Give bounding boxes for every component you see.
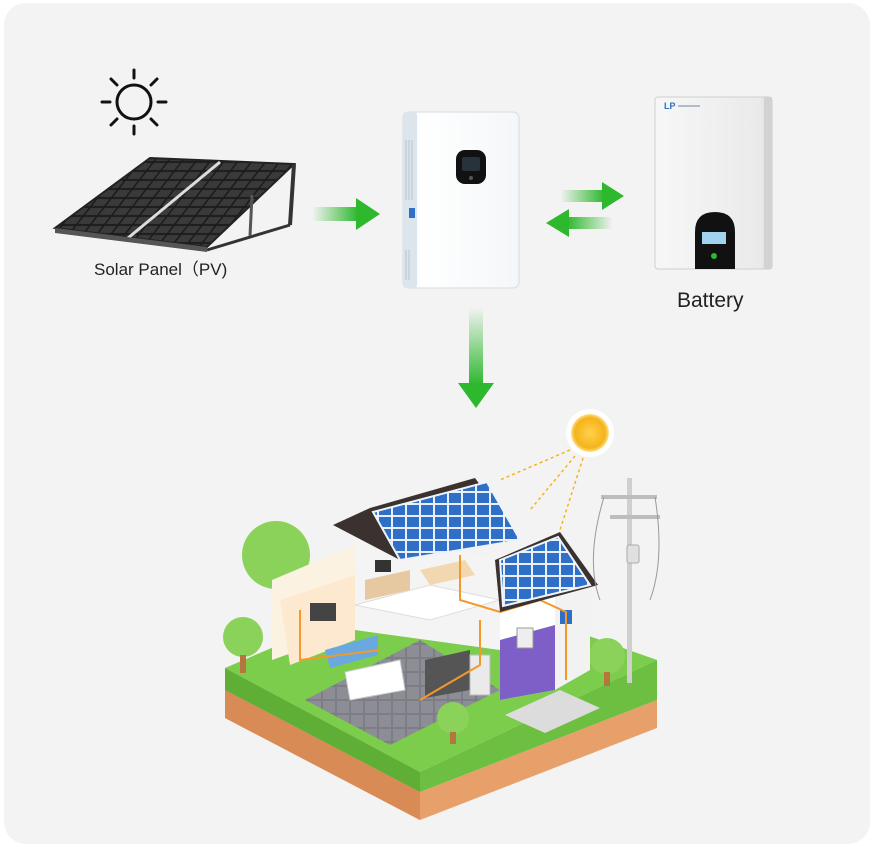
svg-text:LP: LP — [664, 101, 676, 111]
battery-label: Battery — [677, 289, 744, 312]
house-illustration — [223, 409, 660, 820]
arrows-bidirectional-icon — [546, 182, 624, 237]
battery-unit: LP — [654, 96, 773, 270]
sun-icon — [100, 68, 168, 136]
arrow-right-icon — [312, 198, 380, 230]
arrow-down-icon — [458, 307, 494, 408]
solar-panel-label: Solar Panel（PV) — [94, 260, 228, 279]
solar-panel-icon — [52, 156, 297, 252]
inverter-unit — [402, 111, 520, 289]
